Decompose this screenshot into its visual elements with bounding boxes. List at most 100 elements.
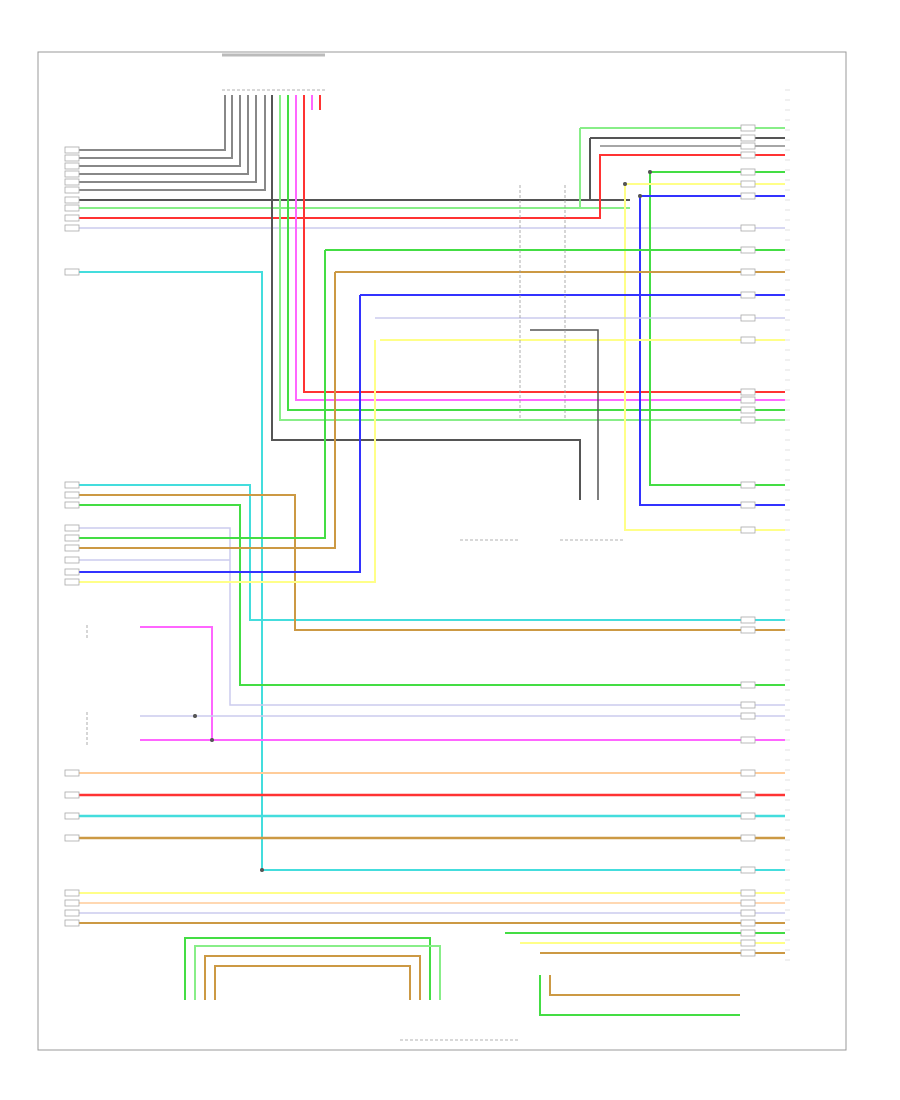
wire-orange	[214, 965, 411, 1000]
wire-tag	[740, 406, 756, 414]
splice-dot	[210, 738, 214, 742]
wire-red	[303, 95, 785, 393]
wire-tag	[740, 224, 756, 232]
wire-dark	[530, 329, 599, 500]
wire-cyan	[65, 484, 785, 621]
wire-gray	[65, 95, 249, 175]
wire-tag	[64, 491, 80, 499]
wire-tag	[64, 568, 80, 576]
wire-tag	[740, 939, 756, 947]
wire-yellow	[624, 184, 785, 531]
wire-orange	[65, 494, 785, 631]
wire-tag	[740, 712, 756, 720]
wire-pink	[140, 626, 785, 741]
wire-tag	[64, 170, 80, 178]
wire-light-green	[279, 95, 785, 421]
wire-tag	[740, 416, 756, 424]
wire-blue	[65, 295, 361, 573]
wire-tag	[740, 192, 756, 200]
wire-tag	[740, 142, 756, 150]
wire-blue	[639, 196, 785, 506]
wire-yellow	[65, 340, 376, 583]
wire-tag	[64, 544, 80, 552]
wire-tag	[740, 866, 756, 874]
wire-green	[649, 172, 785, 486]
wire-lavender	[65, 527, 785, 706]
wire-gray	[65, 95, 266, 191]
diagram-frame	[37, 51, 847, 1051]
wire-orange	[204, 955, 421, 1000]
wire-tag	[64, 919, 80, 927]
wire-tag	[64, 196, 80, 204]
wire-tag	[64, 268, 80, 276]
wire-tag	[740, 812, 756, 820]
wire-green	[65, 504, 785, 686]
wire-tag	[64, 186, 80, 194]
wire-gray	[65, 95, 226, 151]
wire-green	[287, 95, 785, 411]
wire-tag	[740, 526, 756, 534]
wire-tag	[64, 889, 80, 897]
wire-tag	[64, 812, 80, 820]
wire-tag	[64, 578, 80, 586]
wire-orange	[549, 975, 740, 996]
wire-pink	[295, 95, 785, 401]
wire-tag	[64, 204, 80, 212]
wire-tag	[64, 146, 80, 154]
wire-tag	[740, 616, 756, 624]
wire-tag	[740, 909, 756, 917]
wire-layer	[65, 53, 785, 1016]
wire-tag	[64, 214, 80, 222]
wire-tag	[740, 929, 756, 937]
wire-tag	[740, 919, 756, 927]
wire-tag	[740, 268, 756, 276]
wire-tag	[740, 889, 756, 897]
splice-dot	[623, 182, 627, 186]
wire-tag	[64, 534, 80, 542]
wire-tag	[64, 481, 80, 489]
splice-dot	[638, 194, 642, 198]
wire-tag	[740, 681, 756, 689]
wire-red	[65, 154, 785, 219]
wire-tag	[64, 154, 80, 162]
wire-tag	[740, 336, 756, 344]
wire-tag	[64, 224, 80, 232]
wire-tag	[740, 314, 756, 322]
wire-gray	[65, 95, 241, 167]
wire-tag	[64, 501, 80, 509]
wire-tag	[740, 701, 756, 709]
wire-tag	[740, 949, 756, 957]
splice-dot	[193, 714, 197, 718]
wire-tag	[64, 909, 80, 917]
wire-tag	[64, 162, 80, 170]
wire-tag	[64, 769, 80, 777]
wire-tag	[740, 736, 756, 744]
wire-tag	[64, 899, 80, 907]
wire-dark	[271, 95, 581, 500]
wire-tag	[64, 524, 80, 532]
wire-tag	[740, 124, 756, 132]
wire-tag	[64, 834, 80, 842]
component-layer	[64, 89, 790, 1041]
wire-tag	[740, 388, 756, 396]
wire-tag	[740, 834, 756, 842]
wire-tag	[740, 151, 756, 159]
wire-tag	[740, 899, 756, 907]
wire-tag	[64, 791, 80, 799]
wire-tag	[740, 501, 756, 509]
splice-dot	[648, 170, 652, 174]
wire-tag	[740, 168, 756, 176]
wire-tag	[740, 246, 756, 254]
wire-green	[65, 250, 326, 539]
wire-green	[184, 937, 431, 1000]
wire-tag	[740, 291, 756, 299]
wire-tag	[64, 178, 80, 186]
wire-tag	[740, 626, 756, 634]
wire-tag	[64, 556, 80, 564]
wire-orange	[65, 272, 336, 549]
wire-tag	[740, 396, 756, 404]
wire-tag	[740, 180, 756, 188]
wire-tag	[740, 134, 756, 142]
wire-gray	[65, 95, 257, 183]
